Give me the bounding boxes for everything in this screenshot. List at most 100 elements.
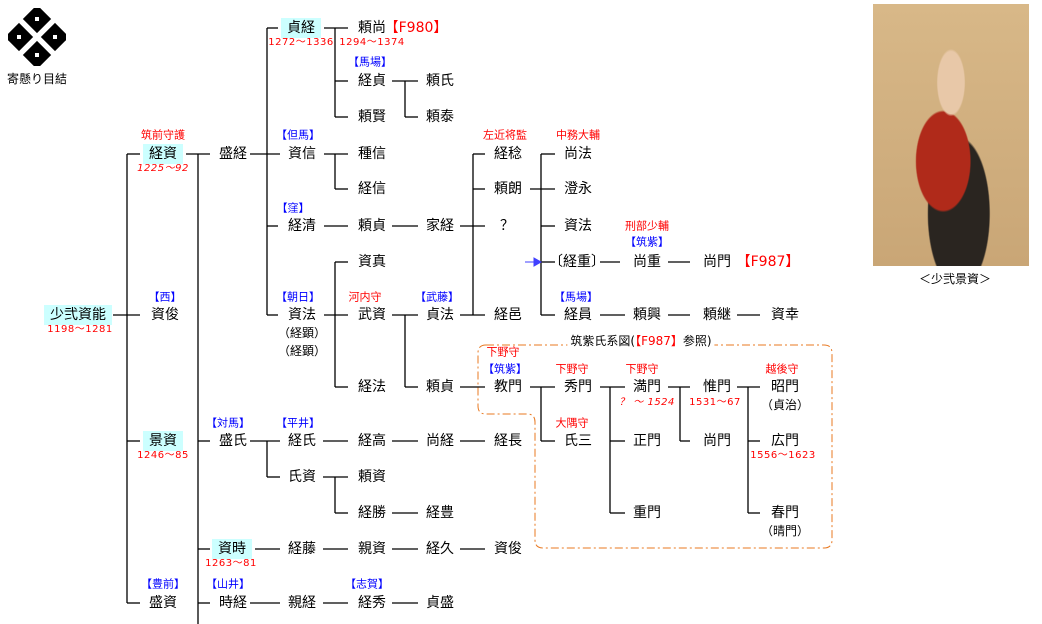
person-name-tsuneuji: 経氏: [288, 433, 316, 449]
person-name-tsunetaka: 経高: [358, 433, 386, 449]
person-name-yorisada2: 頼貞: [426, 379, 454, 395]
person-name-suminaga: 澄永: [564, 181, 592, 197]
alias-label-harukado-a: （晴門）: [760, 524, 810, 538]
person-name-ietsune: 家経: [426, 218, 454, 234]
box-title-ref[interactable]: 【F987】: [635, 334, 683, 348]
person-name-sukenobu: 資信: [288, 146, 316, 162]
clan-label-kubo: 【窪】: [276, 201, 310, 215]
arrow-right-icon: [525, 257, 543, 267]
person-name-moriuji: 盛氏: [219, 433, 247, 449]
alias-label-akikado-a: （貞治）: [760, 398, 810, 412]
person-name-sukenori1: 資法: [288, 307, 316, 323]
title-label-gyobu: 刑部少輔: [625, 219, 669, 233]
crest-label: 寄懸り目結: [6, 72, 68, 86]
clan-label-nishi: 【西】: [148, 290, 182, 304]
person-name-korekado: 惟門: [703, 379, 731, 395]
date-label-sukeyoshi-d: 1198〜1281: [47, 324, 113, 335]
clan-label-buzen: 【豊前】: [141, 577, 185, 591]
clan-label-chikushi2: 【筑紫】: [483, 362, 527, 376]
person-name-sadanori: 貞法: [426, 307, 454, 323]
person-name-kagesuke: 景資: [143, 431, 183, 451]
date-label-kagesuke-d: 1246〜85: [137, 450, 189, 461]
date-label-korekado-d: 1531〜67: [689, 397, 741, 408]
person-name-hisakado2: 尚門: [703, 433, 731, 449]
clan-label-shiga: 【志賀】: [345, 577, 389, 591]
clan-label-asahi: 【朝日】: [276, 290, 320, 304]
title-label-nakatsukasa: 中務大輔: [556, 128, 600, 142]
portrait-image: [873, 4, 1029, 266]
person-name-masakado: 正門: [633, 433, 661, 449]
person-name-shigekado: 重門: [633, 505, 661, 521]
person-name-hisashige: 尚重: [633, 254, 661, 270]
person-name-tokitsune: 時経: [219, 595, 247, 611]
person-name-sadatsune: 貞経: [281, 18, 321, 38]
box-title-prefix: 筑紫氏系図(: [570, 334, 636, 348]
person-name-tsunesuke: 経資: [143, 144, 183, 164]
clan-label-muto: 【武藤】: [415, 290, 459, 304]
person-name-mitsukado: 満門: [633, 379, 661, 395]
person-name-tsunesada: 経貞: [358, 73, 386, 89]
person-name-yorisada1: 頼貞: [358, 218, 386, 234]
person-name-sadamori: 貞盛: [426, 595, 454, 611]
person-name-yorioki: 頼興: [633, 307, 661, 323]
clan-label-yamai: 【山井】: [206, 577, 250, 591]
person-name-hirokado: 広門: [771, 433, 799, 449]
clan-label-baba1: 【馬場】: [348, 55, 392, 69]
person-name-hidekado: 秀門: [564, 379, 592, 395]
box-title-suffix: 参照): [682, 334, 712, 348]
date-label-sadatsune-d: 1272〜1336: [268, 37, 334, 48]
person-name-morisuke: 盛資: [149, 595, 177, 611]
family-ref-link-f980[interactable]: 【F980】: [384, 20, 448, 36]
person-name-tsuneshige: 〔経重〕: [549, 254, 605, 270]
title-label-tsunesuke-t: 筑前守護: [141, 128, 185, 142]
clan-label-chikushi1: 【筑紫】: [625, 235, 669, 249]
title-label-kawachi: 河内守: [348, 290, 382, 304]
person-name-tsunenobu: 経信: [358, 181, 386, 197]
person-name-takesuke: 武資: [358, 307, 386, 323]
person-name-norikado: 教門: [494, 379, 522, 395]
person-name-hisatsune: 尚経: [426, 433, 454, 449]
title-label-osumi: 大隅守: [555, 416, 589, 430]
clan-label-hirai: 【平井】: [276, 416, 320, 430]
title-label-shimotsuke2: 下野守: [555, 362, 589, 376]
person-name-tsunetoshi: 経稔: [494, 146, 522, 162]
date-label-tsunesuke-d: 1225〜92: [137, 163, 189, 174]
portrait-caption: ＜少弐景資＞: [918, 272, 992, 286]
person-name-yorisuke: 頼資: [358, 469, 386, 485]
clan-label-baba2: 【馬場】: [554, 290, 598, 304]
person-name-tsunemura: 経邑: [494, 307, 522, 323]
person-name-yoriyasu: 頼泰: [426, 109, 454, 125]
person-name-moritsune: 盛経: [219, 146, 247, 162]
person-name-tsunefuji: 経藤: [288, 541, 316, 557]
person-name-yoriaki: 頼朗: [494, 181, 522, 197]
person-name-tanenobu: 種信: [358, 146, 386, 162]
person-name-suketoki: 資時: [212, 539, 252, 559]
person-name-yoriuji: 頼氏: [426, 73, 454, 89]
person-name-hisanori: 尚法: [564, 146, 592, 162]
person-name-chikasuke: 親資: [358, 541, 386, 557]
date-label-hirokado-d: 1556〜1623: [750, 450, 816, 461]
person-name-unknown: ？: [500, 218, 514, 234]
date-label-yorihisa-d: 1294〜1374: [339, 37, 405, 48]
box-title: 筑紫氏系図(【F987】参照): [567, 334, 715, 348]
person-name-harukado: 春門: [771, 505, 799, 521]
person-name-tsunenori: 経法: [358, 379, 386, 395]
title-label-shimotsuke1: 下野守: [486, 345, 520, 359]
chikushi-group-box: [477, 344, 833, 549]
date-label-suketoki-d: 1263〜81: [205, 558, 257, 569]
family-ref-link-f987[interactable]: 【F987】: [736, 254, 800, 270]
person-name-yorihisa: 頼尚: [358, 20, 386, 36]
person-name-tsunehide: 経秀: [358, 595, 386, 611]
title-label-shimotsuke3: 下野守: [625, 362, 659, 376]
clan-label-tajima: 【但馬】: [276, 128, 320, 142]
person-name-sukeshun2: 資俊: [494, 541, 522, 557]
person-name-tsunehisa: 経久: [426, 541, 454, 557]
person-name-tsunekatsu: 経勝: [358, 505, 386, 521]
clan-label-tsushima: 【対馬】: [206, 416, 250, 430]
person-name-sukeshun1: 資俊: [151, 307, 179, 323]
alias-label-alias1: （経顕）: [277, 326, 327, 340]
person-name-yorikata: 頼賢: [358, 109, 386, 125]
person-name-chikatsune: 親経: [288, 595, 316, 611]
person-name-sukeyoshi: 少弐資能: [44, 305, 112, 325]
